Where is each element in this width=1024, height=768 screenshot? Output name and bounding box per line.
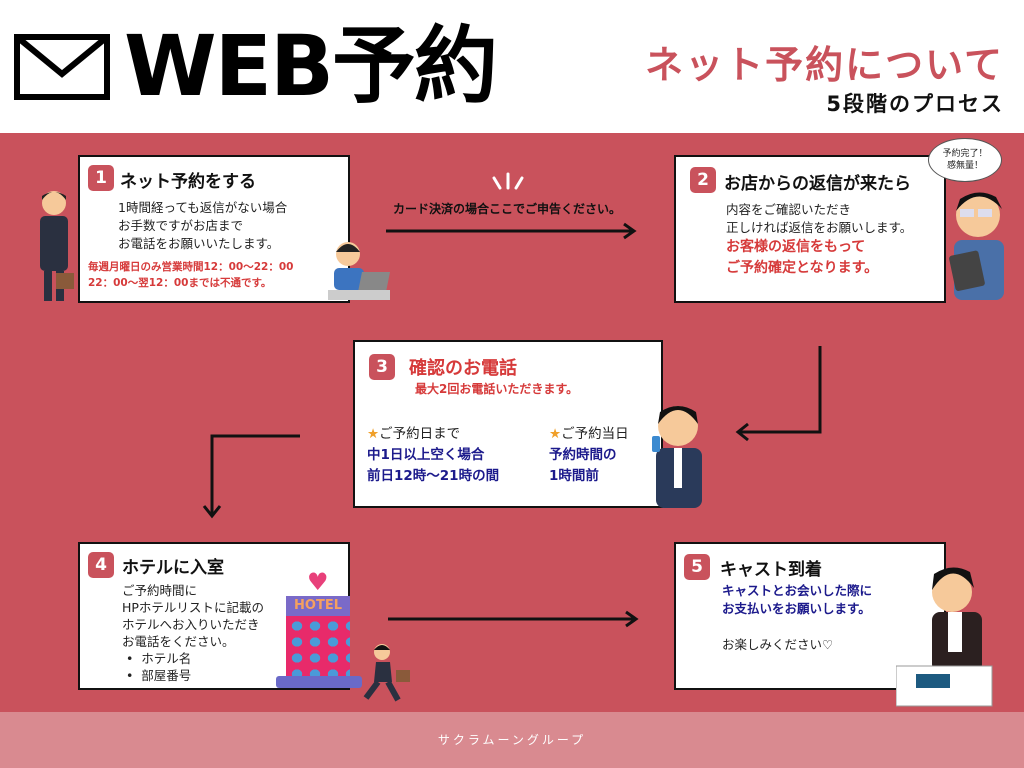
smiling-man-phone-icon — [652, 406, 702, 508]
step-number: 2 — [690, 167, 716, 193]
excited-man-tablet-icon — [949, 192, 1004, 300]
emphasis-line: お支払いをお願いします。 — [722, 601, 871, 616]
speech-bubble: 予約完了！ 感無量！ — [928, 138, 1002, 182]
emphasis-line: お客様の返信をもって — [726, 239, 866, 255]
arrow-right-icon — [386, 222, 637, 240]
star-icon: ★ — [367, 426, 380, 442]
person-laptop-icon — [328, 242, 390, 300]
step-title: 確認のお電話 — [409, 358, 517, 379]
text-line: 予約時間の — [549, 447, 617, 463]
bullet-item: • ホテル名 — [122, 651, 192, 666]
footer-brand: サクラムーングループ — [0, 712, 1024, 768]
text-line: お電話をお願いいたします。 — [118, 236, 280, 251]
bubble-line: 予約完了！ — [942, 149, 988, 159]
text-line: ご予約時間に — [122, 583, 198, 598]
bullet-text: ホテル名 — [141, 651, 192, 666]
hotel-sign: HOTEL — [286, 596, 350, 616]
emphasis-line: ご予約確定となります。 — [726, 260, 879, 276]
businessman-phone-icon — [40, 191, 74, 301]
step-title: キャスト到着 — [720, 560, 822, 580]
heart-icon: ♥ — [307, 568, 329, 596]
arrow-right-icon — [388, 610, 639, 628]
running-man-icon — [363, 644, 410, 702]
step-title: ネット予約をする — [120, 172, 256, 192]
text-line: HPホテルリストに記載の — [122, 600, 264, 615]
man-paying-icon — [896, 567, 993, 707]
arrow-left-down-icon — [202, 434, 300, 519]
step-2-card: 2 お店からの返信が来たら 内容をご確認いただき 正しければ返信をお願いします。… — [674, 155, 946, 303]
bullet-item: • 部屋番号 — [122, 668, 192, 683]
text-line: ホテルへお入りいただき — [122, 617, 260, 632]
text-line: お電話をください。 — [122, 634, 235, 649]
text-line: お手数ですがお店まで — [118, 218, 244, 233]
step-number: 3 — [369, 354, 395, 380]
hotel-illustration: ♥ HOTEL — [276, 570, 362, 690]
mail-icon — [14, 34, 110, 100]
same-day-heading: ★ご予約当日 — [549, 424, 629, 445]
step-1-card: 1 ネット予約をする 1時間経っても返信がない場合 お手数ですがお店まで お電話… — [78, 155, 350, 303]
arrow-down-left-icon — [735, 346, 822, 442]
emphasis-line: キャストとお会いした際に — [722, 583, 873, 598]
hours-note: 22：00〜翌12：00までは不通です。 — [88, 277, 272, 289]
heading-text: ご予約当日 — [561, 426, 629, 442]
step-number: 1 — [88, 165, 114, 191]
hotel-building — [286, 616, 350, 686]
star-icon: ★ — [549, 426, 562, 442]
subtitle: ネット予約について — [645, 43, 1004, 87]
text-line: 中1日以上空く場合 — [367, 447, 485, 463]
closing-text: お楽しみください♡ — [722, 637, 834, 652]
shrubs — [276, 676, 362, 688]
hours-note: 毎週月曜日のみ営業時間12：00〜22：00 — [88, 261, 294, 273]
bullet-text: 部屋番号 — [141, 668, 192, 683]
heading-text: ご予約日まで — [379, 426, 461, 442]
step-title: お店からの返信が来たら — [724, 174, 911, 194]
step-5-card: 5 キャスト到着 キャストとお会いした際に お支払いをお願いします。 お楽しみく… — [674, 542, 946, 690]
text-line: 1時間経っても返信がない場合 — [118, 200, 288, 215]
text-line: 正しければ返信をお願いします。 — [726, 220, 913, 235]
step-number: 5 — [684, 554, 710, 580]
text-line: 前日12時〜21時の間 — [367, 468, 500, 484]
step-3-card: 3 確認のお電話 最大2回お電話いただきます。 ★ご予約日まで 中1日以上空く場… — [353, 340, 663, 508]
text-line: 1時間前 — [549, 468, 599, 484]
page-title: WEB予約 — [124, 17, 498, 115]
bubble-line: 感無量！ — [946, 161, 983, 171]
call-count-note: 最大2回お電話いただきます。 — [415, 382, 579, 396]
before-day-heading: ★ご予約日まで — [367, 424, 499, 445]
text-line: 内容をご確認いただき — [726, 202, 852, 217]
emphasis-lines-icon — [492, 172, 524, 190]
step-title: ホテルに入室 — [122, 558, 224, 578]
header: WEB予約 ネット予約について 5段階のプロセス — [0, 0, 1024, 133]
step-number: 4 — [88, 552, 114, 578]
process-label: 5段階のプロセス — [826, 92, 1004, 116]
card-payment-note: カード決済の場合ここでご申告ください。 — [392, 202, 621, 216]
